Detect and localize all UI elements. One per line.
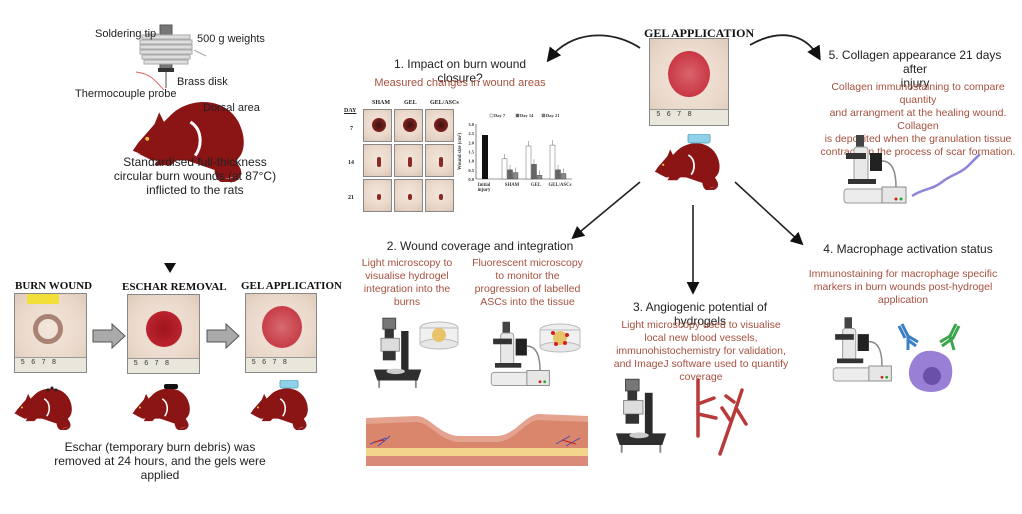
bar-day-21	[536, 175, 543, 180]
grid-col-label: SHAM	[372, 100, 390, 106]
stereo-microscope-icon	[372, 317, 423, 389]
y-axis-label: Wound size (cm²)	[457, 133, 463, 170]
center-title: GEL APPLICATION	[644, 26, 755, 40]
y-tick-label: 1.5	[468, 150, 474, 155]
y-tick-label: 0.5	[468, 168, 474, 173]
antibody-green-icon	[939, 323, 961, 351]
bar-day-7	[525, 145, 532, 180]
step-title-burn-wound: BURN WOUND	[15, 280, 93, 292]
center-gel-photo	[649, 38, 729, 126]
step-arrow-icon	[206, 323, 240, 349]
arrow-to-section1	[546, 34, 641, 63]
burn-setup-caption: Standardised full-thickness circular bur…	[113, 155, 277, 197]
wound-grid-photo	[394, 109, 423, 142]
bar-day-21	[560, 173, 567, 180]
label-soldering-tip: Soldering tip	[95, 28, 157, 40]
label-weights: 500 g weights	[197, 33, 265, 45]
skin-cross-section-icon	[366, 414, 588, 466]
wound-grid-photo	[425, 144, 454, 177]
legend-swatch	[515, 113, 520, 118]
label-dorsal-area: Dorsal area	[203, 102, 260, 114]
section3-title: 3. Angiogenic potential of hydrogels	[632, 300, 768, 328]
wound-grid-photo	[425, 109, 454, 142]
rat-eschar-icon	[131, 384, 192, 430]
grid-day-label: DAY	[344, 108, 357, 114]
arrow-to-section2	[571, 181, 641, 240]
burn-setup-diagram: Soldering tip 500 g weights Brass disk T…	[60, 0, 320, 200]
wound-grid-photo	[363, 109, 392, 142]
step-arrow-icon	[92, 323, 126, 349]
collagen-fiber-icon	[911, 153, 981, 198]
gel-application-photo	[245, 293, 317, 373]
burn-wound-photo	[14, 293, 87, 373]
bar-day-21	[512, 172, 519, 180]
bar-day-7	[501, 158, 508, 180]
step-title-eschar-removal: ESCHAR REMOVAL	[122, 281, 227, 293]
x-tick-label: GEL/ASCs	[549, 183, 572, 188]
y-tick-label: 1.0	[468, 159, 474, 164]
grid-row-label: 21	[348, 195, 354, 201]
rat-gel-icon	[653, 134, 721, 190]
rat-burn-icon	[13, 386, 74, 430]
section2-title: 2. Wound coverage and integration	[386, 239, 574, 253]
down-arrow-icon	[164, 210, 176, 273]
bar-day-14	[507, 169, 513, 180]
eschar-removal-photo	[127, 294, 200, 374]
bar-day-14	[555, 169, 561, 180]
arrow-to-section4	[734, 181, 804, 246]
fluorescent-microscope-icon	[832, 316, 893, 382]
step-title-gel-application: GEL APPLICATION	[241, 280, 342, 292]
legend-label: Day 7	[494, 113, 506, 118]
section1-title: 1. Impact on burn wound closure?	[393, 57, 527, 85]
wound-grid-photo	[394, 179, 423, 212]
legend-swatch	[541, 113, 546, 118]
grid-col-label: GEL/ASCs	[430, 100, 459, 106]
blood-vessel-icon	[696, 378, 748, 456]
hydrogel-dish-icon	[419, 321, 459, 350]
steps-caption: Eschar (temporary burn debris) was remov…	[54, 440, 266, 482]
x-tick-label: injury	[478, 188, 491, 193]
section1-subtitle: Measured changes in wound areas	[374, 77, 546, 89]
wound-grid-photo	[425, 179, 454, 212]
grid-row-label: 14	[348, 160, 354, 166]
macrophage-icon	[908, 350, 953, 392]
grid-col-label: GEL	[404, 100, 417, 106]
legend-label: Day 14	[520, 113, 534, 118]
wound-grid-photo	[363, 144, 392, 177]
wound-grid-photo	[394, 144, 423, 177]
legend-label: Day 21	[546, 113, 560, 118]
wound-grid-photo	[363, 179, 392, 212]
bar-day-7	[549, 144, 556, 180]
y-tick-label: 2.0	[468, 140, 474, 145]
y-tick-label: 0.0	[468, 177, 474, 182]
stereo-microscope-icon	[614, 378, 668, 454]
x-tick-label: GEL	[531, 183, 541, 188]
labelled-ascs-dish-icon	[539, 323, 581, 353]
y-tick-label: 3.0	[468, 122, 474, 127]
y-tick-label: 2.5	[468, 131, 474, 136]
fluorescent-microscope-icon	[843, 134, 907, 204]
legend-swatch	[489, 113, 494, 118]
section5-text: Collagen immunostaining to compare quant…	[820, 81, 1016, 158]
antibody-blue-icon	[897, 323, 919, 350]
section4-title: 4. Macrophage activation status	[823, 242, 993, 256]
x-tick-label: Initial	[478, 183, 491, 188]
soldering-apparatus-icon	[60, 24, 320, 200]
grid-row-label: 7	[350, 126, 353, 132]
wound-photo-grid: DAY SHAM GEL GEL/ASCs 7 14 21	[342, 100, 459, 215]
label-brass-disk: Brass disk	[177, 76, 228, 88]
label-thermocouple: Thermocouple probe	[75, 88, 177, 100]
rat-gel-icon	[249, 380, 310, 430]
arrow-to-section5	[749, 34, 821, 61]
bar-day-14	[531, 164, 537, 180]
bar-initial-injury	[482, 135, 488, 179]
x-tick-label: SHAM	[505, 183, 520, 188]
